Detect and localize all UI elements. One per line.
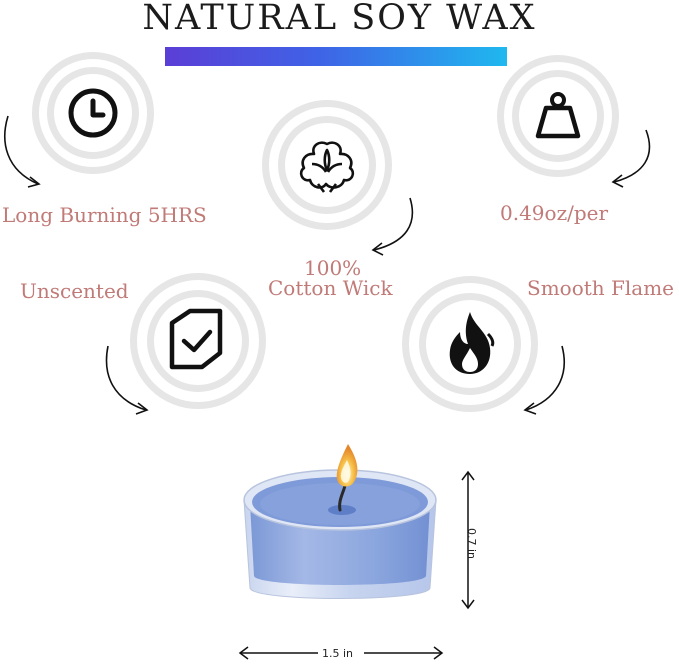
flame-icon bbox=[430, 304, 510, 384]
feature-label-burning: Long Burning 5HRS bbox=[2, 203, 207, 227]
cotton-icon bbox=[288, 126, 366, 204]
width-dimension-arrow-icon bbox=[238, 646, 444, 660]
page-title: NATURAL SOY WAX bbox=[142, 0, 537, 38]
feature-label-flame: Smooth Flame bbox=[527, 276, 675, 300]
weight-ring-inner bbox=[512, 70, 604, 162]
curved-arrow-icon bbox=[611, 129, 651, 188]
clock-ring-outer bbox=[32, 52, 154, 174]
weight-ring-outer bbox=[497, 55, 619, 177]
feature-label-cotton-line1: 100% bbox=[304, 256, 362, 280]
feature-label-unscented: Unscented bbox=[20, 279, 129, 303]
shield-ring-outer bbox=[130, 273, 266, 409]
shield-check-icon bbox=[158, 301, 238, 381]
curved-arrow-icon bbox=[105, 345, 149, 415]
clock-icon bbox=[56, 76, 130, 150]
flame-ring-outer bbox=[402, 276, 538, 412]
cotton-ring-inner bbox=[278, 116, 376, 214]
height-dimension-label: 0.7 in bbox=[465, 528, 478, 560]
curved-arrow-icon bbox=[523, 345, 566, 415]
shield-ring-inner bbox=[147, 290, 249, 392]
feature-label-weight: 0.49oz/per bbox=[500, 201, 609, 225]
title-gradient-bar bbox=[165, 47, 507, 66]
weight-icon bbox=[522, 80, 594, 152]
cotton-ring-outer bbox=[262, 100, 392, 230]
clock-ring-inner bbox=[47, 67, 139, 159]
curved-arrow-icon bbox=[371, 197, 414, 256]
curved-arrow-icon bbox=[4, 115, 41, 188]
width-dimension-label: 1.5 in bbox=[322, 647, 354, 660]
height-dimension-arrow-icon bbox=[461, 470, 475, 610]
tealight-candle-image bbox=[230, 438, 450, 618]
flame-ring-inner bbox=[419, 293, 521, 395]
feature-label-cotton-line2: Cotton Wick bbox=[268, 276, 393, 300]
